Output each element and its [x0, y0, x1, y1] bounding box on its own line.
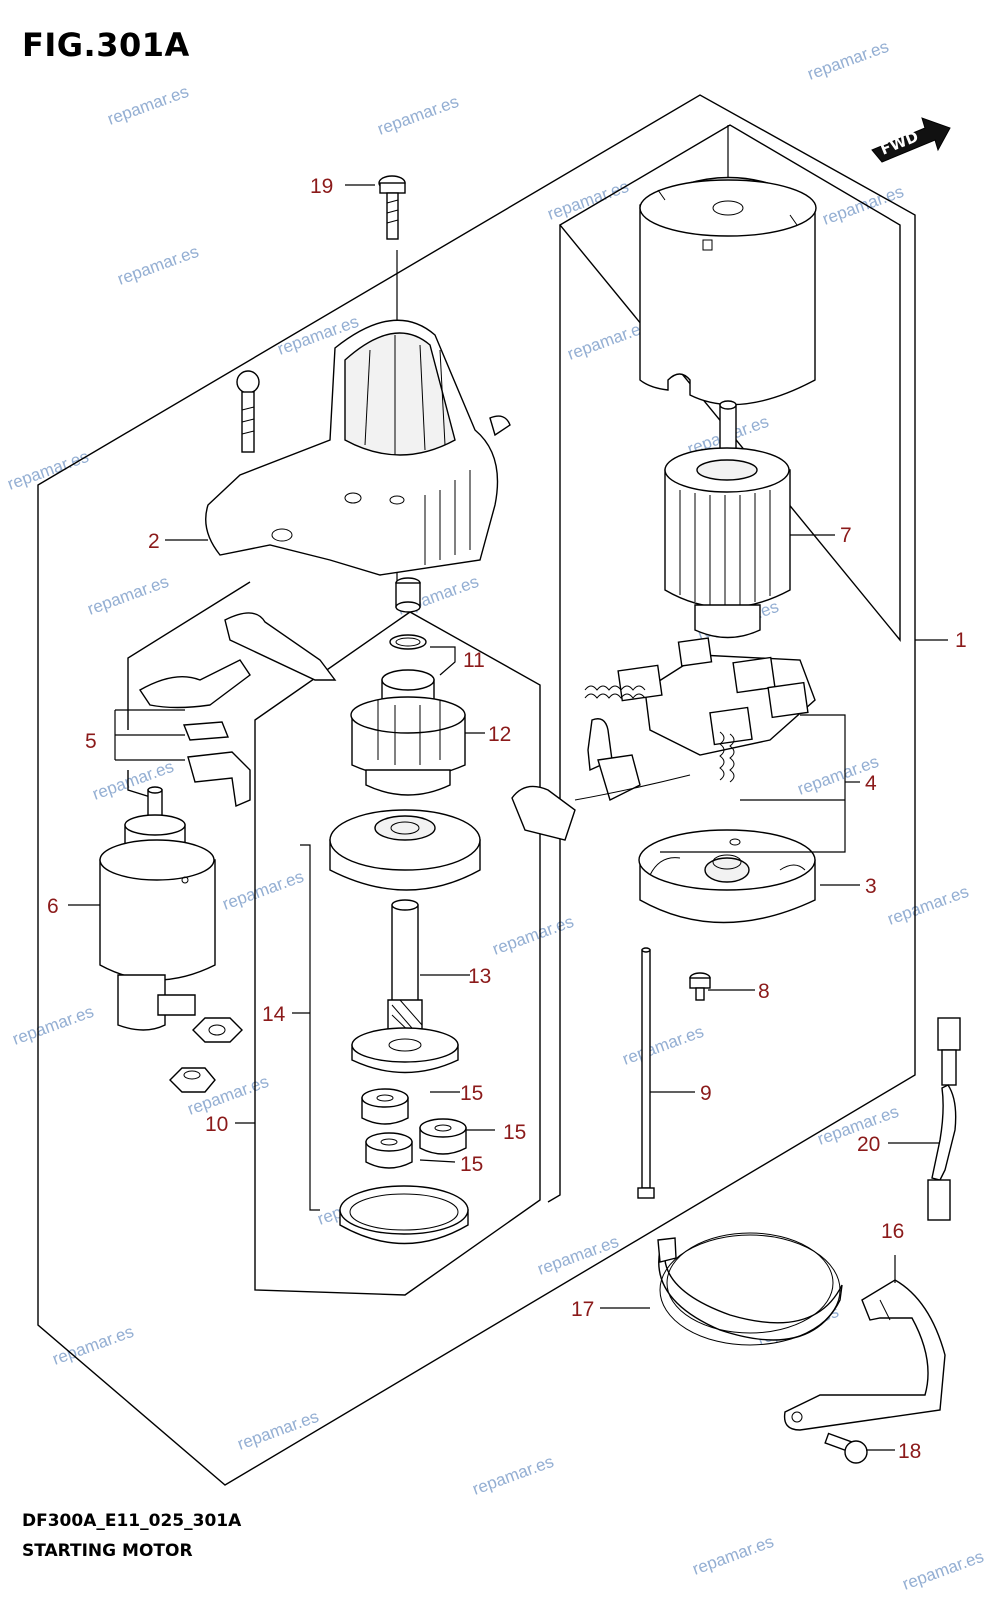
watermark-text: repamar.es — [690, 1532, 776, 1579]
nut-b — [169, 1067, 216, 1093]
figure-caption: STARTING MOTOR — [22, 1541, 193, 1561]
watermark-text: repamar.es — [545, 177, 631, 224]
rear-housing-2 — [205, 319, 511, 576]
callout-14: 14 — [262, 1003, 286, 1026]
callout-17: 17 — [571, 1298, 594, 1321]
planetary-gear-15c — [365, 1132, 413, 1169]
armature-7 — [664, 400, 791, 639]
brush-holder-4 — [511, 637, 816, 841]
callout-labels: 19 2 1 7 4 3 8 9 11 12 13 5 6 14 10 15 1… — [47, 175, 967, 1463]
watermark-text: repamar.es — [50, 1322, 136, 1369]
figure-code: DF300A_E11_025_301A — [22, 1511, 242, 1531]
callout-15b: 15 — [503, 1121, 526, 1144]
bolt-19 — [378, 175, 406, 240]
band-17 — [657, 1232, 843, 1346]
callout-3: 3 — [865, 875, 877, 898]
end-plate-3 — [638, 829, 816, 924]
watermark-text: repamar.es — [620, 1022, 706, 1069]
screw-8 — [689, 972, 711, 1001]
callout-12: 12 — [488, 723, 511, 746]
callout-2: 2 — [148, 530, 160, 553]
callout-13: 13 — [468, 965, 491, 988]
bolt-18 — [824, 1432, 868, 1464]
watermark-text: repamar.es — [115, 242, 201, 289]
watermark-text: repamar.es — [490, 912, 576, 959]
callout-1: 1 — [955, 629, 967, 652]
callout-15a: 15 — [460, 1082, 483, 1105]
watermark-text: repamar.es — [565, 317, 651, 364]
bracket-16 — [783, 1279, 946, 1431]
o-ring-11 — [389, 634, 427, 650]
motor-group-outline-left — [547, 225, 561, 1203]
drive-shaft-13 — [351, 899, 459, 1074]
yoke-1 — [639, 176, 817, 406]
callout-11: 11 — [463, 649, 485, 672]
callout-20: 20 — [857, 1133, 880, 1156]
watermark-text: repamar.es — [805, 37, 891, 84]
gear-housing-front — [329, 809, 481, 891]
watermark-text: repamar.es — [10, 1002, 96, 1049]
contact-set-5 — [139, 612, 337, 808]
internal-gear — [339, 1185, 469, 1245]
through-bolt-9 — [637, 947, 655, 1199]
lead-wire-20 — [927, 1017, 961, 1221]
assembly-outline — [37, 94, 916, 1486]
solenoid-group-outline — [127, 581, 251, 730]
callout-18: 18 — [898, 1440, 921, 1463]
callout-10: 10 — [205, 1113, 228, 1136]
callout-4: 4 — [865, 772, 877, 795]
fwd-direction-badge: FWD — [871, 117, 951, 163]
callout-7: 7 — [840, 524, 852, 547]
callout-5: 5 — [85, 730, 97, 753]
callout-9: 9 — [700, 1082, 712, 1105]
planetary-gear-15a — [361, 1088, 409, 1125]
watermark-text: repamar.es — [5, 447, 91, 494]
nut-a — [192, 1017, 243, 1043]
planetary-gear-15b — [419, 1118, 467, 1155]
leader-lines — [68, 184, 948, 1451]
callout-6: 6 — [47, 895, 59, 918]
callout-8: 8 — [758, 980, 770, 1003]
watermark-text: repamar.es — [375, 92, 461, 139]
watermark-text: repamar.es — [535, 1232, 621, 1279]
pinion-drive-12 — [350, 669, 466, 796]
callout-15c: 15 — [460, 1153, 483, 1176]
watermark-text: repamar.es — [105, 82, 191, 129]
watermark-text: repamar.es — [885, 882, 971, 929]
callout-16: 16 — [881, 1220, 904, 1243]
figure-title: FIG.301A — [22, 26, 190, 64]
solenoid-6 — [99, 786, 216, 1031]
watermark-text: repamar.es — [900, 1547, 986, 1594]
watermark-text: repamar.es — [220, 867, 306, 914]
watermark-text: repamar.es — [85, 572, 171, 619]
callout-19: 19 — [310, 175, 333, 198]
watermark-text: repamar.es — [235, 1407, 321, 1454]
watermark-text: repamar.es — [470, 1452, 556, 1499]
watermark-text: repamar.es — [90, 757, 176, 804]
bushing — [395, 577, 421, 613]
